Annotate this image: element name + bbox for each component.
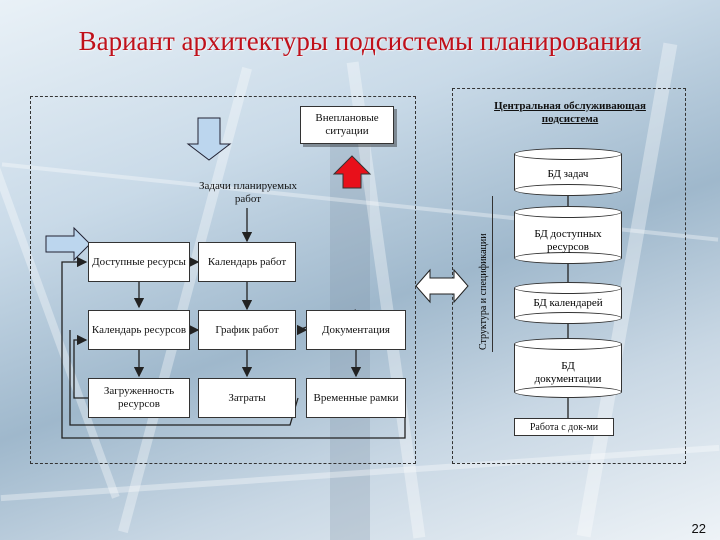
unplanned-label: Внеплановые ситуации <box>315 112 379 137</box>
available-label: Доступные ресурсы <box>92 255 186 268</box>
timeframes-box: Временные рамки <box>306 378 406 418</box>
db-tasks-cylinder: БД задач <box>514 148 622 196</box>
schedule-box: График работ <box>198 310 296 350</box>
resource-load-box: Загруженность ресурсов <box>88 378 190 418</box>
calendar-resources-label: Календарь ресурсов <box>91 323 187 336</box>
costs-label: Затраты <box>228 391 266 404</box>
page-number: 22 <box>691 521 706 536</box>
db-calendars-cylinder: БД календарей <box>514 282 622 324</box>
schedule-label: График работ <box>215 323 279 336</box>
calendar-works-box: Календарь работ <box>198 242 296 282</box>
db-resources-label: БД доступных ресурсов <box>534 228 602 253</box>
documentation-box: Документация <box>306 310 406 350</box>
unplanned-situations-box: Внеплановые ситуации <box>300 106 394 144</box>
central-subsystem-heading: Центральная обслуживающая подсистема <box>494 100 646 125</box>
timeframes-label: Временные рамки <box>313 391 399 404</box>
db-docs-label: БД документации <box>534 360 602 385</box>
db-tasks-label: БД задач <box>547 168 589 180</box>
work-docs-label: Работа с док-ми <box>529 421 599 433</box>
tasks-label: Задачи планируемых работ <box>198 180 298 205</box>
available-resources-box: Доступные ресурсы <box>88 242 190 282</box>
calendar-resources-box: Календарь ресурсов <box>88 310 190 350</box>
structure-spec-divider <box>492 196 493 352</box>
planning-subsystem-frame <box>30 96 416 464</box>
documentation-label: Документация <box>322 323 390 336</box>
db-resources-cylinder: БД доступных ресурсов <box>514 206 622 264</box>
calendar-works-label: Календарь работ <box>207 255 287 268</box>
central-subsystem-frame <box>452 88 686 464</box>
page-title: Вариант архитектуры подсистемы планирова… <box>78 26 642 56</box>
db-docs-cylinder: БД документации <box>514 338 622 398</box>
structure-spec-label: Структура и спецификации <box>478 233 489 350</box>
costs-box: Затраты <box>198 378 296 418</box>
db-calendars-label: БД календарей <box>533 297 603 309</box>
work-docs-box: Работа с док-ми <box>514 418 614 436</box>
load-label: Загруженность ресурсов <box>103 385 175 410</box>
